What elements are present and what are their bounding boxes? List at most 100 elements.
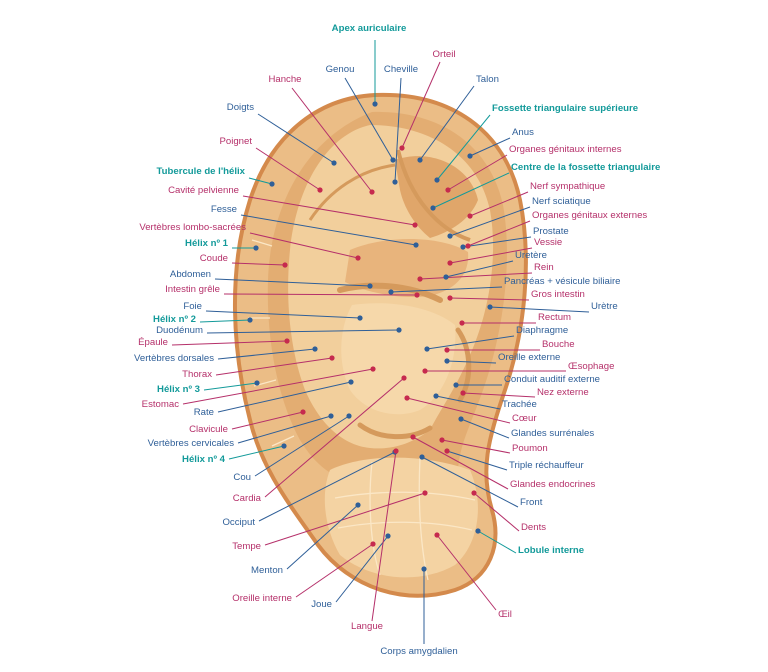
ear-ridge-line [396, 149, 471, 242]
point-dot-helix1 [253, 245, 259, 251]
label-vertebres-lombo: Vertèbres lombo-sacrées [139, 222, 246, 233]
label-rein: Rein [534, 262, 554, 273]
point-dot-conduit [453, 382, 459, 388]
leader-line-cardia [264, 377, 405, 498]
label-doigts: Doigts [227, 102, 254, 113]
label-diaphragme: Diaphragme [516, 325, 568, 336]
leader-line-poumon [441, 439, 511, 454]
point-dot-estomac [370, 366, 376, 372]
label-abdomen: Abdomen [170, 269, 211, 280]
leader-line-uretre [489, 306, 590, 313]
point-dot-nerf-sciatique [447, 233, 453, 239]
label-centre-fossette: Centre de la fossette triangulaire [511, 162, 660, 173]
point-dot-uretre [487, 304, 493, 310]
leader-line-pancreas [390, 286, 503, 293]
label-tempe: Tempe [232, 541, 261, 552]
leader-line-helix3 [203, 382, 258, 391]
point-dot-helix4 [281, 443, 287, 449]
label-epaule: Épaule [138, 337, 168, 348]
leader-line-rein [419, 272, 533, 280]
label-vertebres-dorsales: Vertèbres dorsales [134, 353, 214, 364]
point-dot-poignet [317, 187, 323, 193]
ear-illustration [233, 92, 528, 598]
label-gros-intestin: Gros intestin [531, 289, 585, 300]
label-oeil: Œil [498, 609, 512, 620]
label-langue: Langue [351, 621, 383, 632]
leader-line-cheville [394, 77, 402, 183]
point-dot-cardia [401, 375, 407, 381]
label-oreille-interne: Oreille interne [232, 593, 292, 604]
label-nerf-sciatique: Nerf sciatique [532, 196, 591, 207]
point-dot-foie [357, 315, 363, 321]
leader-line-dents [473, 492, 520, 532]
label-estomac: Estomac [142, 399, 180, 410]
point-dot-tempe [422, 490, 428, 496]
label-genou: Genou [326, 64, 355, 75]
point-dot-rate [348, 379, 354, 385]
leader-line-rate [217, 381, 352, 413]
leader-line-lobule [477, 530, 517, 554]
leader-line-thorax [215, 357, 333, 376]
label-duodenum: Duodénum [156, 325, 203, 336]
point-dot-bouche [444, 347, 450, 353]
leader-line-poignet [255, 147, 321, 191]
point-dot-abdomen [367, 283, 373, 289]
leader-line-helix4 [228, 445, 285, 460]
leader-line-doigts [257, 113, 335, 164]
leader-line-nerf-sciatique [449, 206, 531, 237]
point-dot-helix3 [254, 380, 260, 386]
leader-line-coeur [406, 397, 511, 424]
leader-line-vertebres-cervicales [237, 415, 332, 444]
label-lobule: Lobule interne [518, 545, 584, 556]
leader-line-cou [254, 415, 350, 477]
label-conduit: Conduit auditif externe [504, 374, 600, 385]
ear-antitragus [357, 422, 433, 440]
label-apex-auriculaire: Apex auriculaire [332, 23, 407, 34]
leader-line-oreille-interne [295, 543, 374, 598]
point-dot-oesophage [422, 368, 428, 374]
point-dot-gros-intestin [447, 295, 453, 301]
point-dot-clavicule [300, 409, 306, 415]
label-cou: Cou [233, 472, 251, 483]
point-dot-vertebres-dorsales [312, 346, 318, 352]
point-dot-front [419, 454, 425, 460]
label-coeur: Cœur [512, 413, 537, 424]
label-glandes-surrenales: Glandes surrénales [511, 428, 594, 439]
ear-cymba-concha [345, 238, 469, 298]
leader-line-tubercule [248, 177, 273, 185]
leader-line-talon [419, 85, 475, 161]
point-dot-corps-amygdalien [421, 566, 427, 572]
leader-line-nerf-sympathique [469, 191, 529, 217]
point-dot-trachee [433, 393, 439, 399]
leader-line-orteil [401, 61, 441, 149]
point-dot-dents [471, 490, 477, 496]
leader-line-gros-intestin [449, 297, 530, 301]
ear-lobule [324, 457, 478, 578]
leader-line-fossette-sup [436, 114, 491, 181]
label-triple: Triple réchauffeur [509, 460, 584, 471]
point-dot-genou [390, 157, 396, 163]
leader-line-anus [469, 137, 511, 157]
point-dot-langue [393, 448, 399, 454]
label-thorax: Thorax [182, 369, 212, 380]
leader-line-langue [371, 450, 397, 622]
label-cardia: Cardia [233, 493, 262, 504]
point-dot-glandes-endocrines [410, 434, 416, 440]
point-dot-menton [355, 502, 361, 508]
leader-line-diaphragme [426, 335, 515, 350]
leader-line-oeil [436, 534, 497, 611]
leader-line-fesse [240, 214, 417, 246]
label-bouche: Bouche [542, 339, 575, 350]
ear-cavum-concha [341, 303, 456, 415]
label-organes-gen-int: Organes génitaux internes [509, 144, 622, 155]
point-dot-nez-externe [460, 390, 466, 396]
point-dot-anus [467, 153, 473, 159]
label-tubercule: Tubercule de l'hélix [157, 166, 246, 177]
leader-line-abdomen [214, 278, 371, 287]
label-fossette-sup: Fossette triangulaire supérieure [492, 103, 638, 114]
leader-line-helix2 [199, 319, 251, 323]
leader-line-nez-externe [462, 392, 536, 398]
label-oreille-externe: Oreille externe [498, 352, 560, 363]
point-dot-cheville [392, 179, 398, 185]
label-cheville: Cheville [384, 64, 418, 75]
